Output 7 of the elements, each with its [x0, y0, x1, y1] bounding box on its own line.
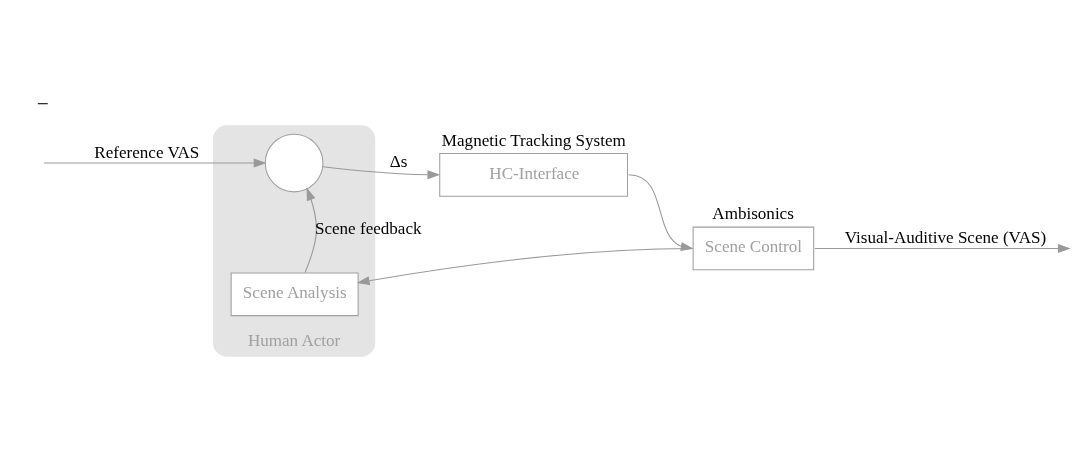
edge-label: Δs	[389, 151, 408, 171]
edge-label: Scene feedback	[314, 218, 422, 238]
node-label: Magnetic Tracking System	[441, 130, 626, 150]
edge-label: Visual-Auditive Scene (VAS)	[844, 227, 1047, 247]
node-label: Ambisonics	[712, 203, 794, 223]
edge-label: Reference VAS	[94, 142, 200, 162]
label: −	[36, 91, 49, 116]
